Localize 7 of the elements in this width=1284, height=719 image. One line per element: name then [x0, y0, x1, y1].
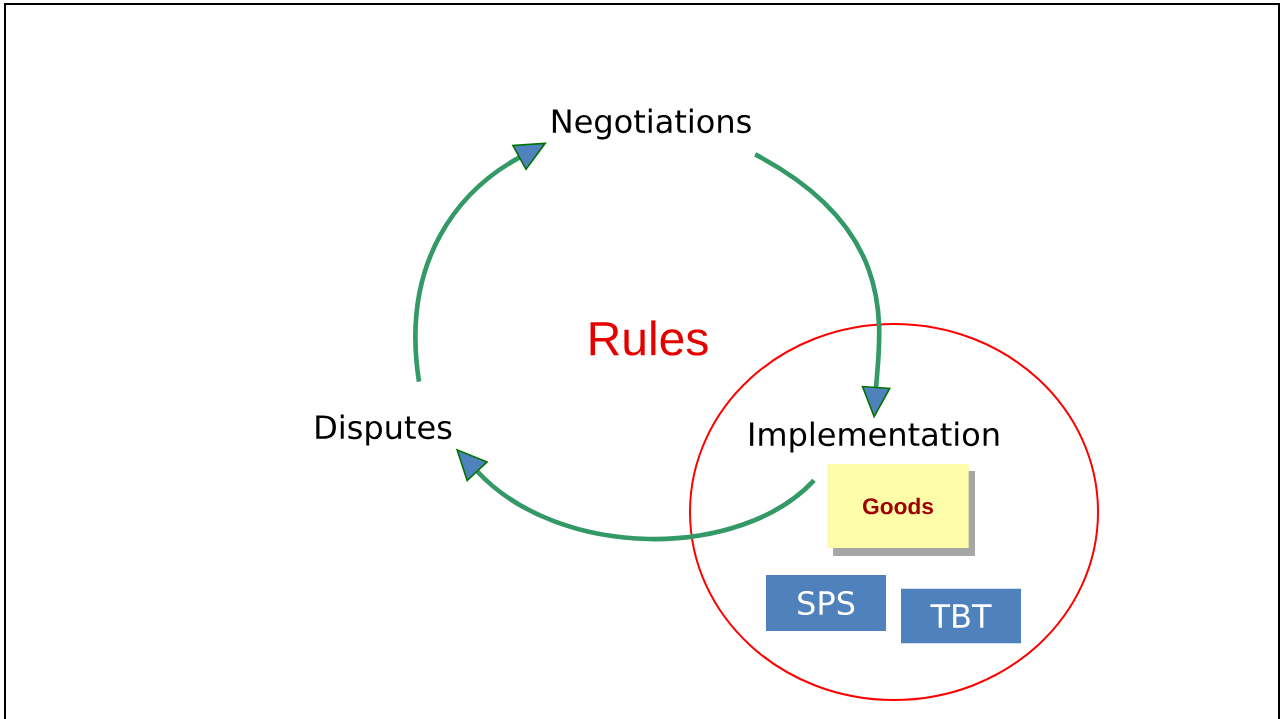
topic-box: TBT [901, 588, 1021, 644]
stage-label: Negotiations [552, 108, 751, 140]
topic-box: SPS [766, 575, 886, 631]
center-label: Rules [590, 320, 708, 356]
sticky-note: Goods [827, 464, 969, 548]
stage-label: Implementation [750, 421, 999, 453]
stage-label: Disputes [316, 414, 452, 446]
